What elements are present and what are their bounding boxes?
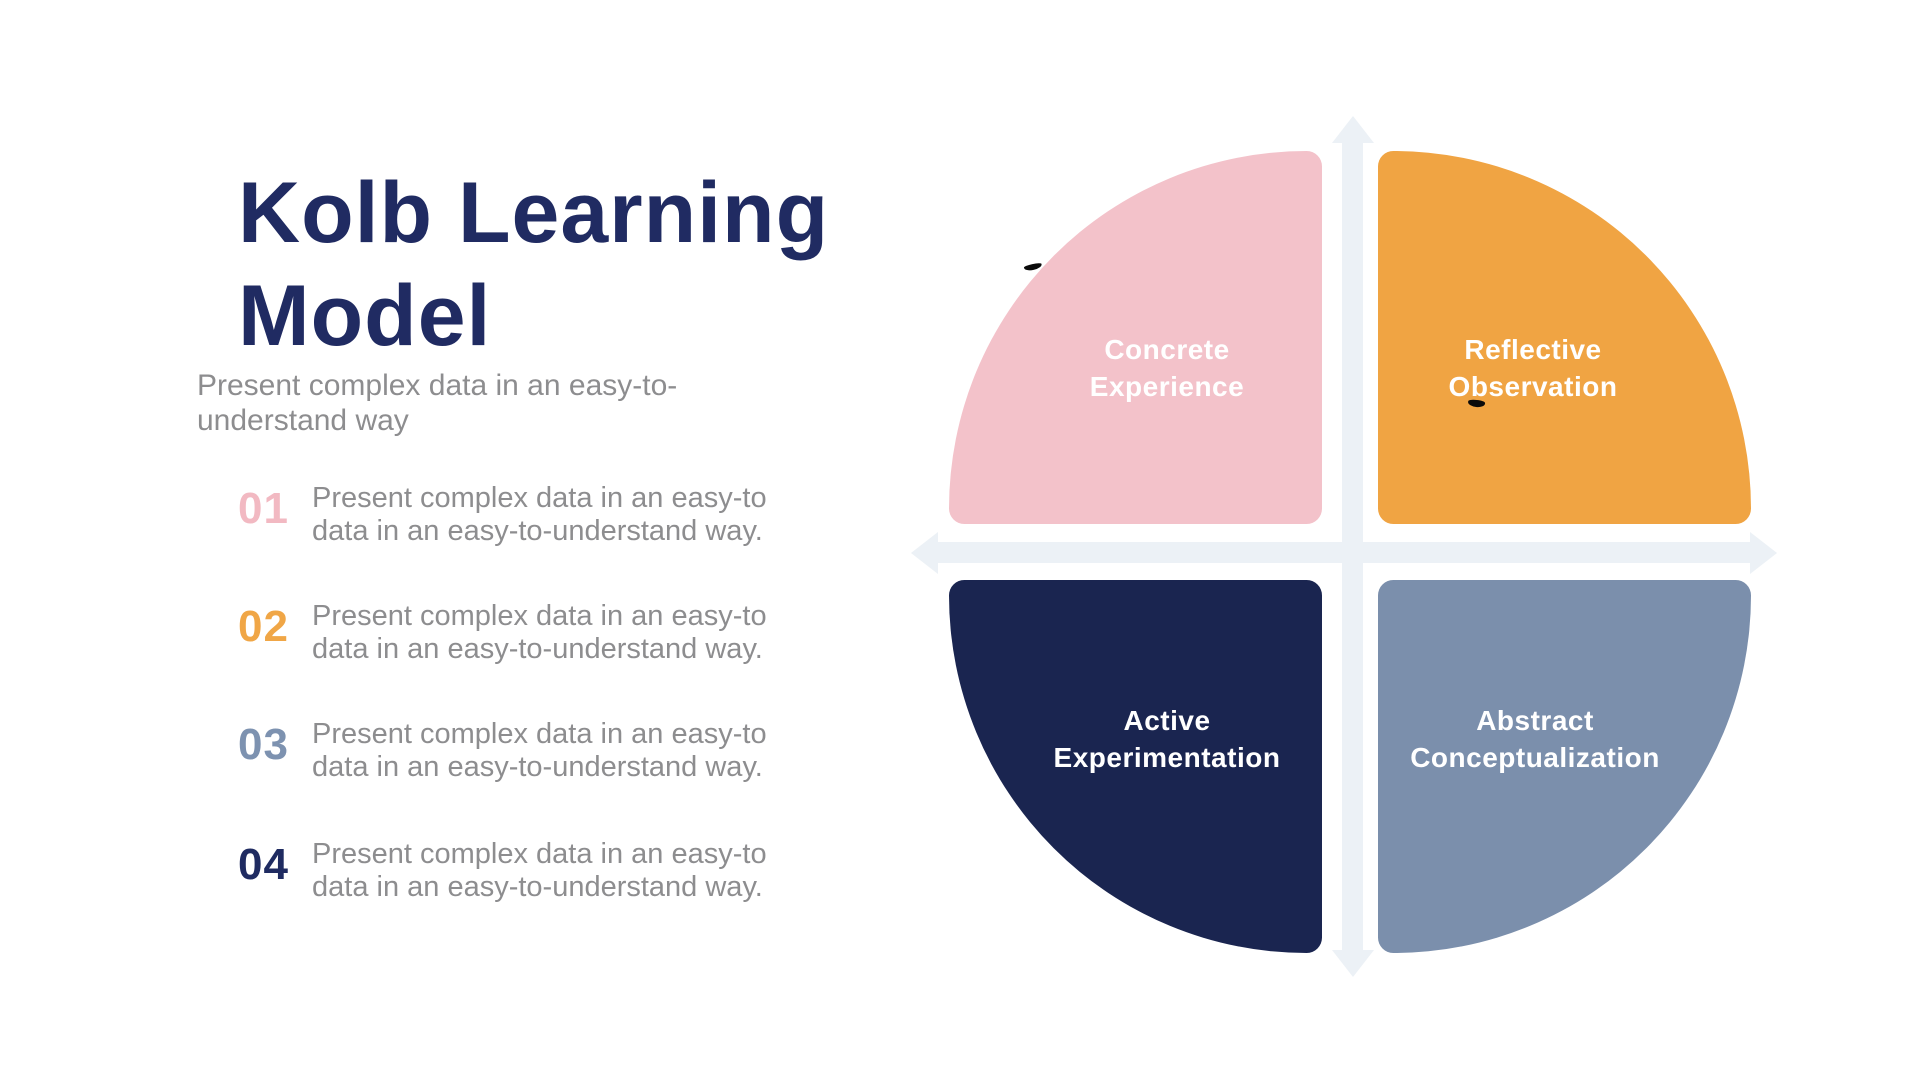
horizontal-axis-arrow bbox=[938, 542, 1750, 563]
arrow-head-down-icon bbox=[1332, 950, 1374, 977]
list-item-01: 01 Present complex data in an easy-to da… bbox=[238, 482, 767, 548]
title-line-2: Model bbox=[238, 267, 492, 364]
arrow-head-right-icon bbox=[1750, 532, 1777, 574]
item-text: Present complex data in an easy-to data … bbox=[312, 718, 767, 784]
list-item-02: 02 Present complex data in an easy-to da… bbox=[238, 600, 767, 666]
quadrant-label-concrete-experience: Concrete Experience bbox=[1089, 334, 1245, 402]
item-text: Present complex data in an easy-to data … bbox=[312, 600, 767, 666]
arrow-head-up-icon bbox=[1332, 116, 1374, 143]
item-number: 04 bbox=[238, 840, 289, 889]
quadrant-label-reflective-observation: Reflective Observation bbox=[1448, 334, 1618, 402]
quadrant-label-abstract-conceptualization: Abstract Conceptualization bbox=[1410, 705, 1660, 773]
item-number: 01 bbox=[238, 484, 289, 533]
item-text: Present complex data in an easy-to data … bbox=[312, 838, 767, 904]
item-number: 02 bbox=[238, 602, 289, 651]
list-item-03: 03 Present complex data in an easy-to da… bbox=[238, 718, 767, 784]
slide-subtitle: Present complex data in an easy-to- unde… bbox=[197, 369, 678, 437]
title-line-1: Kolb Learning bbox=[238, 164, 830, 261]
arrow-head-left-icon bbox=[911, 532, 938, 574]
page-title: Kolb Learning Model bbox=[238, 162, 829, 368]
quadrant-label-active-experimentation: Active Experimentation bbox=[1053, 705, 1281, 773]
item-number: 03 bbox=[238, 720, 289, 769]
list-item-04: 04 Present complex data in an easy-to da… bbox=[238, 838, 767, 904]
item-text: Present complex data in an easy-to data … bbox=[312, 482, 767, 548]
